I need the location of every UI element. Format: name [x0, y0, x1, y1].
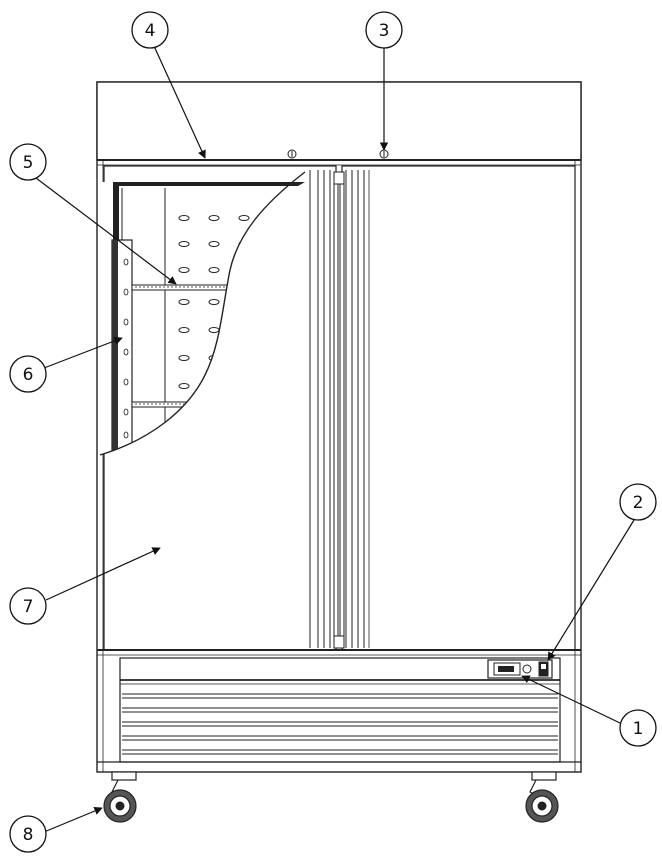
control-panel: [487, 659, 553, 679]
callout-3: 3: [365, 11, 403, 49]
top-header-panel: [96, 81, 582, 161]
leader-6: [43, 336, 123, 369]
caster-right: [525, 771, 559, 823]
callout-5-label: 5: [23, 153, 34, 173]
callout-6-label: 6: [23, 365, 34, 385]
callout-4-label: 4: [145, 21, 156, 41]
callout-3-label: 3: [379, 21, 390, 41]
leader-4: [153, 45, 206, 159]
callouts: 1 2 3 4 5 6 7 8: [9, 11, 657, 853]
leader-1: [521, 675, 621, 724]
shelf-lower: [131, 401, 305, 408]
callout-8-label: 8: [23, 825, 34, 845]
leader-2: [547, 519, 635, 661]
callout-1: 1: [619, 709, 657, 747]
door-handles: [333, 171, 345, 649]
callout-1-label: 1: [633, 719, 644, 739]
cabinet: [96, 81, 582, 773]
cutaway-edge: [99, 171, 306, 456]
shelf-clips: [178, 215, 250, 389]
top-fixtures: [270, 149, 396, 161]
callout-6: 6: [9, 355, 47, 393]
leader-lines: [35, 45, 635, 833]
callout-2: 2: [619, 483, 657, 521]
callout-7: 7: [9, 587, 47, 625]
callout-5: 5: [9, 143, 47, 181]
callout-4: 4: [131, 11, 169, 49]
leader-8: [43, 807, 103, 833]
ventilation-grille: [122, 693, 558, 755]
leader-5: [35, 177, 177, 285]
callout-2-label: 2: [633, 493, 644, 513]
caster-left: [103, 771, 137, 823]
bottom-section: [97, 649, 581, 763]
callout-7-label: 7: [23, 597, 34, 617]
leader-7: [45, 547, 161, 601]
right-door: [341, 165, 576, 651]
control-knob: [522, 664, 532, 674]
handle-right: [339, 171, 345, 648]
callout-8: 8: [9, 815, 47, 853]
interior-cutaway: [100, 182, 305, 455]
handle-left: [333, 171, 339, 648]
